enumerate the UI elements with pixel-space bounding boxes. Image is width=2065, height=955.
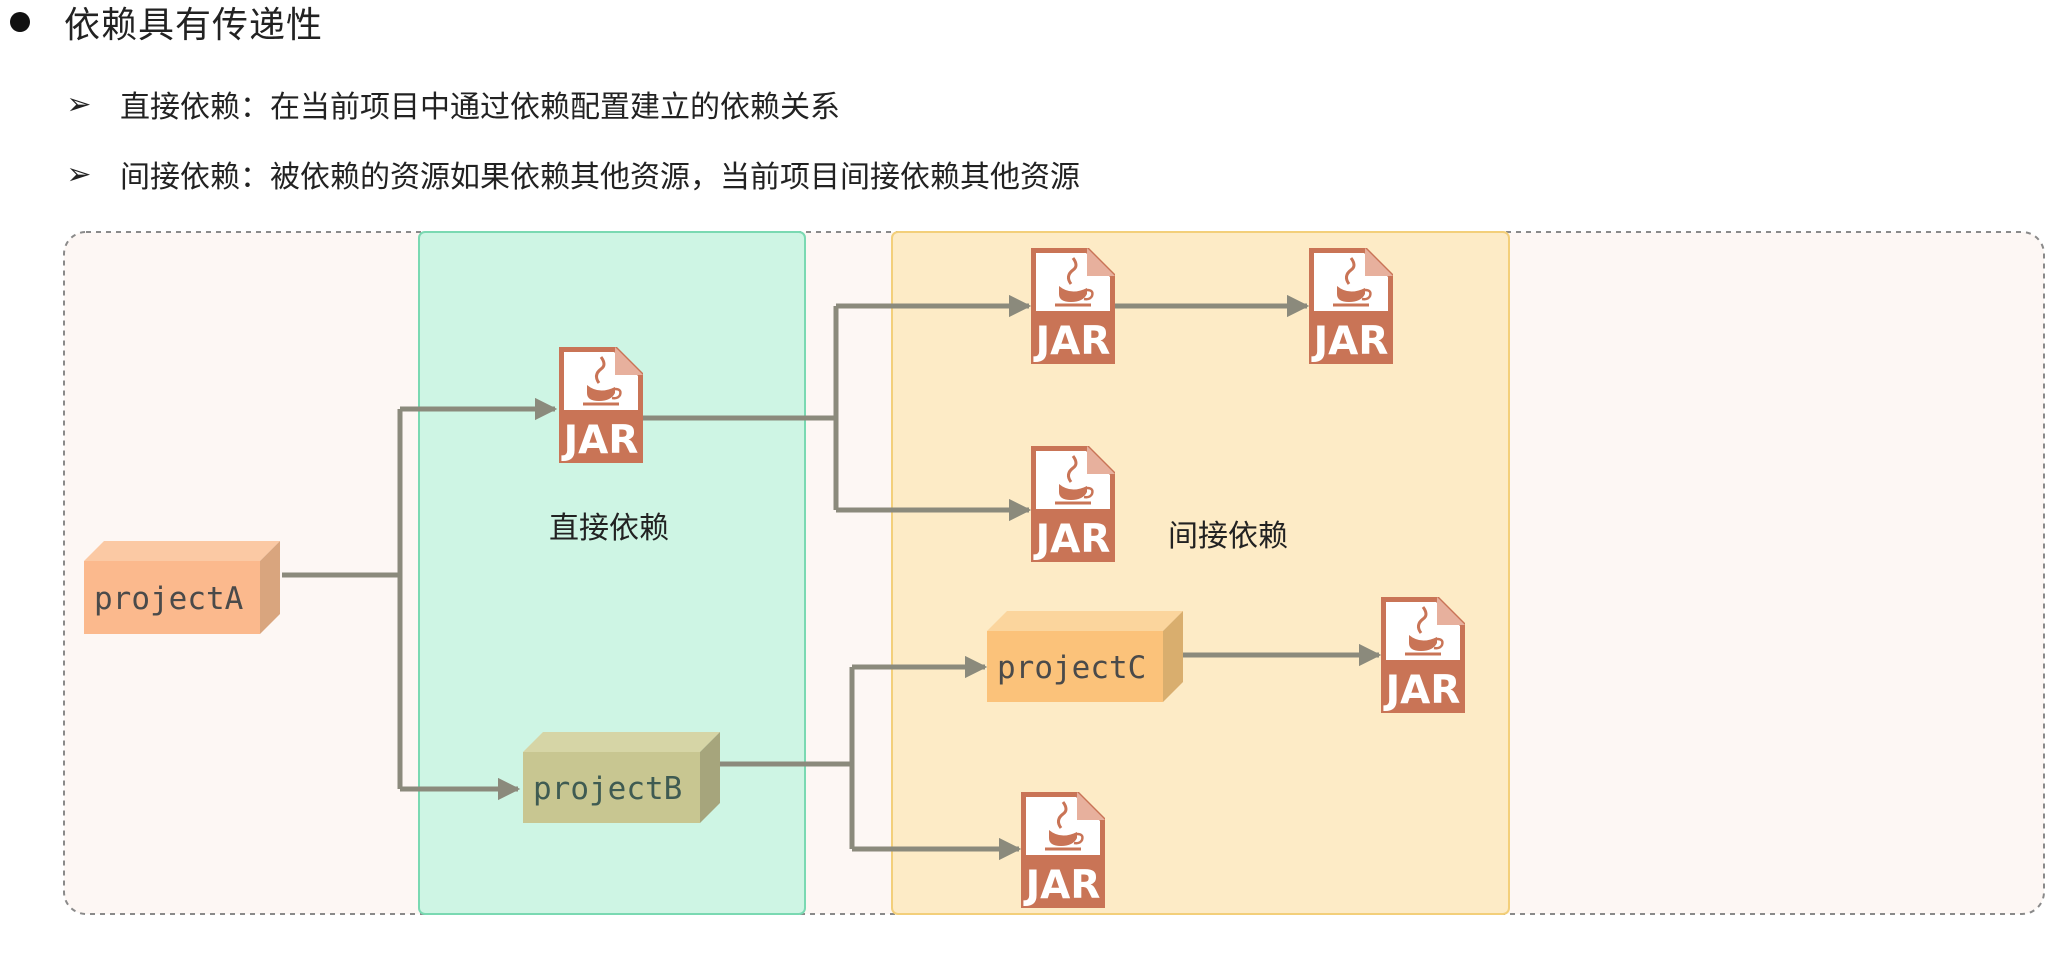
jar-icon-direct: JAR: [557, 345, 645, 465]
jar-icon-indirect-1: JAR: [1029, 246, 1117, 366]
jar-icon-indirect-2: JAR: [1307, 246, 1395, 366]
svg-text:JAR: JAR: [1311, 319, 1389, 364]
heading: 依赖具有传递性: [10, 0, 323, 48]
project-b-box: [523, 732, 720, 823]
bullet-indirect: ➢ 间接依赖：被依赖的资源如果依赖其他资源，当前项目间接依赖其他资源: [66, 152, 1080, 196]
project-c-box: [987, 611, 1183, 702]
svg-text:JAR: JAR: [1383, 668, 1461, 713]
bullet-direct: ➢ 直接依赖：在当前项目中通过依赖配置建立的依赖关系: [66, 82, 840, 126]
bullet-dot-icon: [10, 12, 30, 32]
bullet-indirect-text: 间接依赖：被依赖的资源如果依赖其他资源，当前项目间接依赖其他资源: [120, 160, 1080, 195]
direct-dependency-label: 直接依赖: [549, 511, 669, 546]
connector-lines: [282, 294, 1382, 861]
indirect-region: [891, 231, 1510, 915]
svg-text:JAR: JAR: [1023, 863, 1101, 908]
svg-text:JAR: JAR: [1033, 319, 1111, 364]
project-a-label: projectA: [94, 581, 244, 617]
jar-icon-indirect-3: JAR: [1029, 444, 1117, 564]
jar-icon-project-b: JAR: [1019, 790, 1107, 910]
project-b-label: projectB: [533, 771, 682, 807]
bullet-direct-text: 直接依赖：在当前项目中通过依赖配置建立的依赖关系: [120, 90, 840, 125]
svg-text:JAR: JAR: [561, 418, 639, 463]
svg-text:JAR: JAR: [1033, 517, 1111, 562]
jar-icon-project-c: JAR: [1379, 595, 1467, 715]
project-a-box: [84, 541, 280, 634]
arrow-bullet-icon: ➢: [66, 86, 92, 122]
heading-text: 依赖具有传递性: [64, 5, 324, 46]
indirect-dependency-label: 间接依赖: [1168, 519, 1288, 554]
project-c-label: projectC: [997, 650, 1146, 686]
arrow-bullet-icon: ➢: [66, 156, 92, 192]
